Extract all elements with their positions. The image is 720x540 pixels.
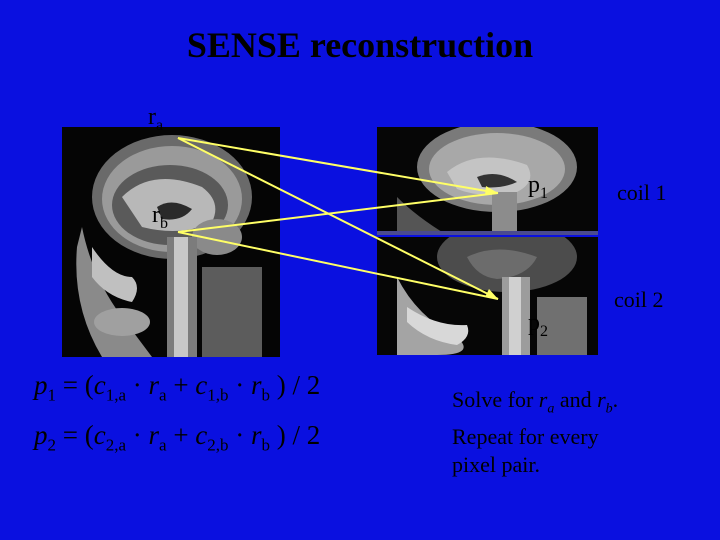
eq2-rb-sub: b: [261, 435, 271, 455]
eq2-dot2: ·: [235, 420, 252, 450]
arrow-rb-to-p2: [177, 231, 499, 300]
label-ra-sub: a: [156, 116, 164, 134]
solve-line-2: Repeat for every: [452, 424, 599, 450]
eq1-eq: = (: [62, 370, 94, 400]
arrowhead-p1: [485, 186, 498, 195]
eq2-c2: c: [195, 420, 208, 450]
arrow-ra-to-p2: [177, 137, 499, 300]
eq1-dot2: ·: [235, 370, 252, 400]
solve-rb: r: [597, 387, 606, 412]
eq1-ra-sub: a: [159, 385, 167, 405]
solve-and: and: [554, 387, 598, 412]
label-rb-base: r: [152, 202, 160, 228]
eq1-ra: r: [148, 370, 160, 400]
eq1-lhs-sub: 1: [47, 385, 57, 405]
eq2-eq: = (: [62, 420, 94, 450]
eq2-plus: +: [173, 420, 196, 450]
eq1-close: ) /: [276, 370, 307, 400]
eq1-c2-sub: 1,b: [207, 385, 229, 405]
eq2-lhs: p: [34, 420, 48, 450]
mri-coil1-svg: [377, 127, 598, 235]
arrow-ra-to-p1: [177, 137, 499, 194]
eq1-plus: +: [173, 370, 196, 400]
eq1-rb-sub: b: [261, 385, 271, 405]
mri-full-svg: [62, 127, 280, 357]
solve-line-3: pixel pair.: [452, 452, 540, 478]
eq2-lhs-sub: 2: [47, 435, 57, 455]
solve-line-1: Solve for ra and rb.: [452, 386, 712, 423]
slide-title: SENSE reconstruction: [186, 25, 534, 65]
equation-2: p2 = (c2,a · ra + c2,b · rb ) / 2: [34, 420, 320, 455]
eq1-div: 2: [306, 370, 321, 400]
eq1-lhs: p: [34, 370, 48, 400]
eq1-dot1: ·: [132, 370, 149, 400]
label-p2-base: p: [528, 310, 540, 336]
solve-line1-pre: Solve for: [452, 387, 539, 412]
eq2-div: 2: [306, 420, 321, 450]
eq2-ra: r: [148, 420, 160, 450]
arrow-rb-to-p1: [177, 192, 499, 233]
solve-ra-sub: a: [547, 401, 555, 417]
eq2-dot1: ·: [132, 420, 149, 450]
label-ra-base: r: [148, 104, 156, 130]
mri-coil1-image: [377, 127, 598, 235]
solve-ra: r: [538, 387, 548, 412]
eq1-rb: r: [251, 370, 262, 400]
mri-full-image: [62, 127, 280, 357]
solve-text: Solve for ra and rb. Repeat for every pi…: [452, 386, 712, 479]
eq2-c1-sub: 2,a: [105, 435, 126, 455]
label-p1-base: p: [528, 172, 540, 198]
label-ra: ra: [148, 104, 163, 135]
eq1-c2: c: [195, 370, 208, 400]
label-p1-sub: 1: [540, 184, 548, 202]
arrowhead-p2: [485, 289, 498, 299]
eq2-c1: c: [93, 420, 106, 450]
eq1-c1-sub: 1,a: [105, 385, 126, 405]
eq2-c2-sub: 2,b: [207, 435, 229, 455]
label-coil-1: coil 1: [617, 180, 667, 205]
label-p2: p2: [528, 310, 548, 341]
eq2-ra-sub: a: [159, 435, 167, 455]
label-rb-sub: b: [160, 214, 168, 232]
eq2-close: ) /: [276, 420, 307, 450]
label-rb: rb: [152, 202, 168, 233]
solve-rb-sub: b: [605, 401, 613, 417]
eq2-rb: r: [251, 420, 262, 450]
solve-period: .: [612, 387, 619, 412]
equation-1: p1 = (c1,a · ra + c1,b · rb ) / 2: [34, 370, 320, 405]
eq1-c1: c: [93, 370, 106, 400]
label-p2-sub: 2: [540, 322, 548, 340]
label-p1: p1: [528, 172, 548, 203]
label-coil-2: coil 2: [614, 287, 664, 312]
